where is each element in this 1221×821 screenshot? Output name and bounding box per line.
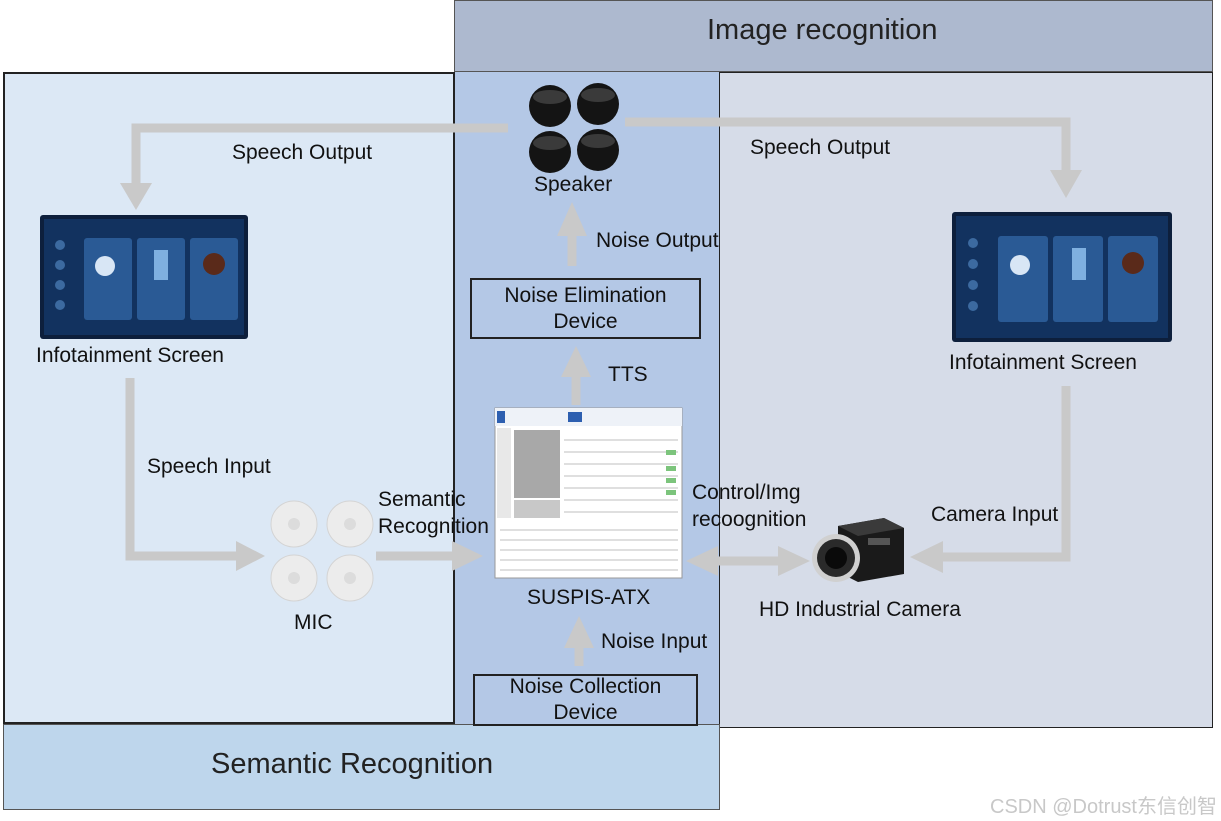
noise-output-label: Noise Output: [596, 229, 719, 252]
semantic-recognition-title: Semantic Recognition: [211, 748, 494, 780]
suspis-label: SUSPIS-ATX: [527, 586, 651, 609]
image-recognition-title-band: [454, 0, 1213, 72]
speech-input-label: Speech Input: [147, 455, 271, 478]
arrow-left-screen-to-mic: [125, 378, 240, 561]
infotainment-right-label: Infotainment Screen: [949, 351, 1137, 374]
arrow-speaker-to-left-screen: [131, 123, 508, 185]
arrow-speaker-to-right-screen: [625, 117, 1071, 172]
center-overlap-panel: [454, 72, 720, 724]
arrow-right-screen-to-camera: [940, 386, 1071, 562]
tts-label: TTS: [608, 363, 648, 386]
hd-camera-label: HD Industrial Camera: [759, 598, 961, 621]
camera-input-label: Camera Input: [931, 503, 1059, 526]
semantic-recognition-title-band: [3, 724, 720, 810]
noise-collection-device-box: Noise Collection Device: [473, 674, 698, 726]
speaker-label: Speaker: [534, 173, 613, 196]
control-img-label: Control/Img recoognition: [692, 481, 807, 531]
watermark: CSDN @Dotrust东信创智: [990, 796, 1217, 818]
speech-output-left-label: Speech Output: [232, 141, 373, 164]
image-recognition-title: Image recognition: [707, 14, 938, 46]
noise-input-label: Noise Input: [601, 630, 708, 653]
speech-output-right-label: Speech Output: [750, 136, 891, 159]
noise-elimination-device-box: Noise Elimination Device: [470, 278, 701, 339]
mic-label: MIC: [294, 611, 333, 634]
infotainment-left-label: Infotainment Screen: [36, 344, 224, 367]
semantic-recognition-panel: [3, 72, 455, 724]
semantic-recognition-arrow-label: Semantic Recognition: [378, 488, 489, 538]
